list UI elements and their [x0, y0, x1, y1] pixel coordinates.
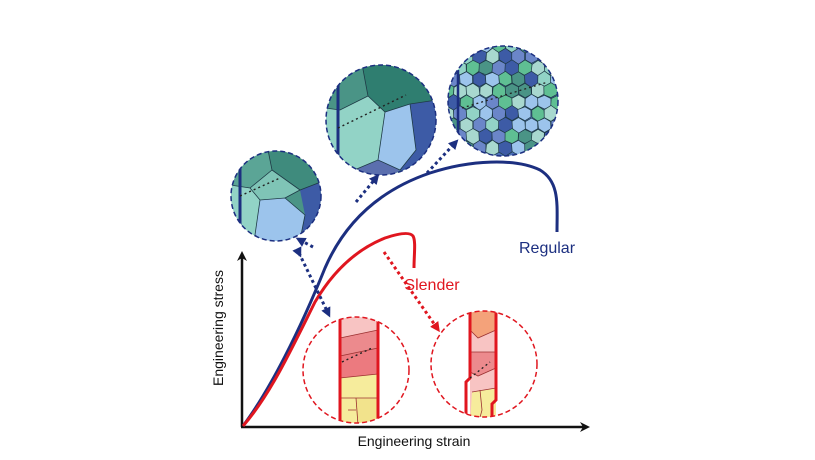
- small-grain: [557, 129, 558, 145]
- small-grain: [537, 117, 552, 133]
- small-grain: [564, 141, 577, 156]
- arrow-to-medium-grains: [354, 174, 380, 203]
- small-grain: [543, 46, 558, 53]
- small-grain: [537, 140, 552, 156]
- inset-border: [302, 316, 410, 424]
- small-grain: [517, 129, 533, 144]
- small-grain: [556, 46, 558, 53]
- x-axis-label: Engineering strain: [358, 433, 471, 449]
- small-grain: [563, 72, 577, 87]
- small-grain: [448, 59, 455, 77]
- curves: Regular Slender: [241, 160, 576, 427]
- small-grain: [465, 46, 480, 53]
- small-grain: [453, 46, 468, 54]
- small-grain: [550, 140, 558, 156]
- inset-border: [447, 45, 559, 157]
- small-grain: [517, 106, 532, 122]
- small-grain: [448, 128, 455, 145]
- inset-border: [430, 310, 538, 418]
- small-grain: [448, 47, 461, 64]
- connector-arrows: [292, 139, 459, 333]
- small-grain: [459, 140, 474, 156]
- inset-slender-early: [302, 316, 410, 424]
- small-grain: [564, 49, 577, 64]
- inset-regular-large-grains: [230, 150, 322, 242]
- regular-label: Regular: [519, 240, 576, 257]
- inset-regular-small-grains: [447, 45, 578, 157]
- arrow-to-large-grains: [295, 237, 314, 249]
- small-grain: [557, 105, 558, 122]
- small-grain: [564, 118, 578, 132]
- small-grain: [564, 94, 578, 109]
- arrow-to-small-grains: [425, 139, 459, 175]
- inset-slender-late: [430, 310, 538, 418]
- small-grain: [530, 46, 545, 54]
- inset-border: [230, 150, 322, 242]
- small-grain: [479, 82, 493, 99]
- inset-border: [325, 64, 437, 176]
- arrow-regular-down-to-slender-inset: [292, 246, 331, 318]
- slender-curve: [241, 232, 417, 427]
- slender-label: Slender: [404, 277, 460, 294]
- small-grain: [448, 46, 454, 54]
- axes: Engineering strain Engineering stress: [210, 251, 590, 449]
- inset-regular-medium-grains: [325, 64, 437, 176]
- small-grain: [550, 48, 558, 65]
- y-axis-label: Engineering stress: [210, 270, 226, 386]
- regular-curve: [241, 160, 559, 427]
- small-grain: [557, 60, 558, 77]
- small-grain: [556, 83, 558, 98]
